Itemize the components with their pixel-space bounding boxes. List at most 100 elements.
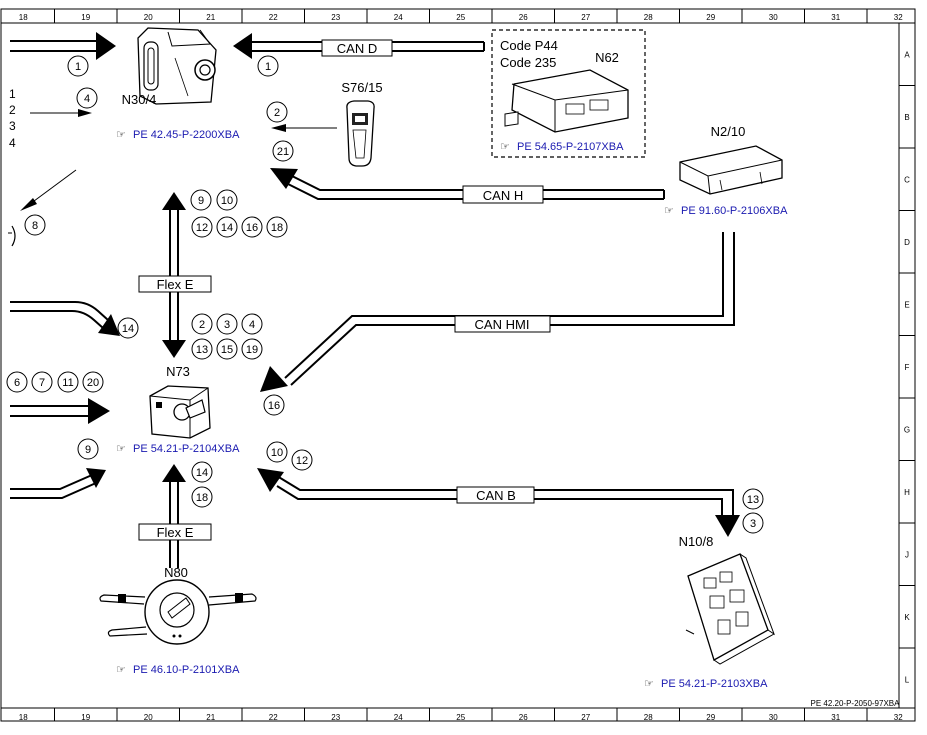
ref-n62[interactable]: ☞ PE 54.65-P-2107XBA <box>500 141 624 153</box>
connection-number-circle: 1 <box>67 55 89 77</box>
wire-can-hmi <box>260 232 735 392</box>
n62-label: N62 <box>595 50 619 65</box>
ref-n30-4[interactable]: ☞ PE 42.45-P-2200XBA <box>116 129 240 141</box>
column-label: 18 <box>19 713 28 722</box>
connection-number: 15 <box>221 344 233 356</box>
connection-number-circle: 4 <box>241 313 263 335</box>
connection-number-circle: 14 <box>216 216 238 238</box>
connection-number: 14 <box>221 222 233 234</box>
connection-number: 20 <box>87 377 99 389</box>
n80-steering-column-module-icon <box>99 579 257 645</box>
connection-number: 10 <box>221 195 233 207</box>
row-grid <box>899 85 915 649</box>
wire-left-8 <box>20 169 77 211</box>
pointing-hand-icon: ☞ <box>644 678 654 690</box>
connection-number-circle: 4 <box>76 87 98 109</box>
flex-e-lower-label: Flex E <box>157 525 194 540</box>
ref-n73-text: PE 54.21-P-2104XBA <box>133 443 240 455</box>
connection-number: 14 <box>196 467 208 479</box>
connection-number: 3 <box>224 319 230 331</box>
connection-number-circle: 13 <box>742 488 764 510</box>
ref-n10-8[interactable]: ☞ PE 54.21-P-2103XBA <box>644 678 768 690</box>
connection-number: 11 <box>62 377 73 389</box>
connection-number-circle: 14 <box>117 317 139 339</box>
wire-flex-e-upper <box>162 192 186 358</box>
wire-can-h <box>270 168 665 200</box>
connection-number: 18 <box>271 222 283 234</box>
connection-number-circle: 9 <box>190 189 212 211</box>
connection-number: 7 <box>39 377 45 389</box>
column-label: 19 <box>81 13 90 22</box>
connection-number-circle: 19 <box>241 338 263 360</box>
wire-left-to-n73 <box>10 398 110 424</box>
column-label: 29 <box>706 13 715 22</box>
column-label: 18 <box>19 13 28 22</box>
column-label: 25 <box>456 13 465 22</box>
diagram-frame <box>0 8 916 722</box>
row-label: J <box>905 550 909 559</box>
connection-number-circle: 10 <box>216 189 238 211</box>
connection-number-circle: 11 <box>57 371 79 393</box>
wire-left-bottom <box>10 468 106 499</box>
can-d-label: CAN D <box>337 41 377 56</box>
column-label: 22 <box>269 713 278 722</box>
connection-number: 2 <box>199 319 205 331</box>
can-hmi-label: CAN HMI <box>475 317 530 332</box>
partial-component-edge <box>11 225 16 247</box>
connection-number-circle: 16 <box>263 394 285 416</box>
row-label: K <box>904 613 910 622</box>
column-label: 28 <box>644 713 653 722</box>
connection-number-circle: 13 <box>191 338 213 360</box>
connection-number-circle: 9 <box>77 438 99 460</box>
s76-15-switch-icon <box>346 100 375 167</box>
ref-n62-text: PE 54.65-P-2107XBA <box>517 141 624 153</box>
column-label: 26 <box>519 13 528 22</box>
ref-n80-text: PE 46.10-P-2101XBA <box>133 664 240 676</box>
ref-n80[interactable]: ☞ PE 46.10-P-2101XBA <box>116 664 240 676</box>
pointing-hand-icon: ☞ <box>664 205 674 217</box>
wire-flex-e-lower <box>162 464 186 568</box>
connection-number: 12 <box>296 455 308 467</box>
ref-n73[interactable]: ☞ PE 54.21-P-2104XBA <box>116 443 240 455</box>
connection-number: 3 <box>750 518 756 530</box>
column-label: 32 <box>894 13 903 22</box>
left-edge-number: 3 <box>9 119 16 133</box>
column-label: 31 <box>831 13 840 22</box>
column-label: 27 <box>581 13 590 22</box>
ref-n2-10-text: PE 91.60-P-2106XBA <box>681 205 788 217</box>
column-label: 24 <box>394 13 403 22</box>
wire-left-4 <box>30 109 92 117</box>
connection-number: 1 <box>75 61 81 73</box>
column-label: 30 <box>769 713 778 722</box>
n10-8-sam-module-icon <box>685 553 775 665</box>
connection-number: 4 <box>249 319 255 331</box>
can-h-label: CAN H <box>483 188 523 203</box>
connection-number-circle: 21 <box>272 140 294 162</box>
connection-number-circle: 3 <box>216 313 238 335</box>
row-label: H <box>904 488 910 497</box>
left-edge-number: 4 <box>9 136 16 150</box>
row-label: E <box>904 300 909 309</box>
column-label: 24 <box>394 713 403 722</box>
ref-n2-10[interactable]: ☞ PE 91.60-P-2106XBA <box>664 205 788 217</box>
connection-number: 8 <box>32 220 38 232</box>
wire-top-left-to-n30-4 <box>10 32 116 60</box>
n80-label: N80 <box>164 565 188 580</box>
column-label: 21 <box>206 713 215 722</box>
column-label: 21 <box>206 13 215 22</box>
connection-number-circle: 16 <box>241 216 263 238</box>
column-label: 20 <box>144 13 153 22</box>
connection-number-circle: 8 <box>24 214 46 236</box>
connection-number: 19 <box>246 344 258 356</box>
column-label: 30 <box>769 13 778 22</box>
connection-number-circle: 18 <box>266 216 288 238</box>
row-label: G <box>904 425 910 434</box>
footer-document-code: PE 42.20-P-2050-97XBA <box>811 699 901 708</box>
column-label: 31 <box>831 713 840 722</box>
can-b-label: CAN B <box>476 488 516 503</box>
connection-number: 1 <box>265 61 271 73</box>
